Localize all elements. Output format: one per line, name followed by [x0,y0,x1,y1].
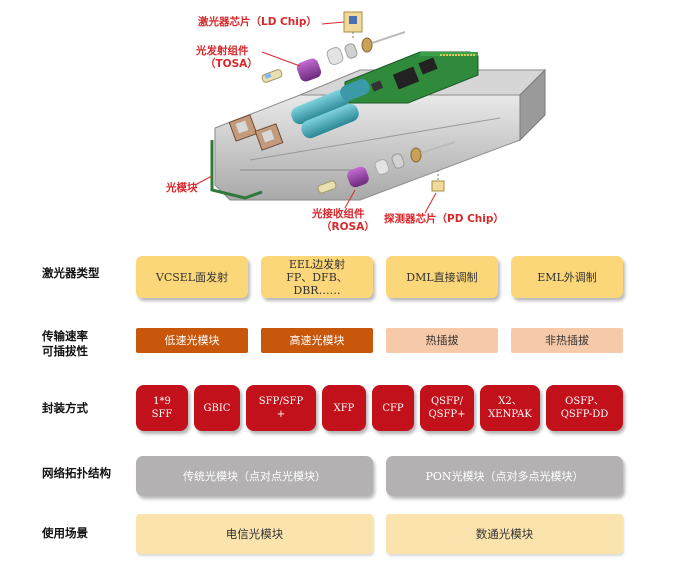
telecom-module: 电信光模块 [136,514,373,554]
package-label: SFP/SFP [258,396,304,407]
laser-type-dml: DML直接调制 [386,256,498,298]
package-gbic: GBIC [194,385,240,431]
package-label: XENPAK [488,409,532,420]
package-1x9-sff: 1*9 SFF [136,385,188,431]
module-callout: 光模块 [166,182,198,194]
laser-type-eml: EML外调制 [511,256,623,298]
high-speed-module: 高速光模块 [261,328,373,353]
row-label-topology: 网络拓扑结构 [42,466,111,480]
pcb-board [344,51,479,104]
row-label-hotplug: 可插拔性 [42,344,88,358]
tosa-callout-line2: （TOSA） [205,58,258,70]
package-x2-xenpak: X2、 XENPAK [480,385,540,431]
package-sfp: SFP/SFP + [246,385,316,431]
rosa-callout-line2: （ROSA） [321,221,375,233]
package-cfp: CFP [372,385,414,431]
package-label: 1*9 [153,396,171,407]
optical-barrels [291,79,370,139]
pon-module: PON光模块（点对多点光模块） [386,456,623,496]
row-label-rate: 传输速率 [42,329,88,343]
package-label: QSFP/ [430,396,464,407]
package-label: CFP [382,402,404,414]
package-label: X2、 [498,396,522,407]
callout-leaders [194,21,437,214]
package-qsfp: QSFP/ QSFP+ [420,385,474,431]
package-label: + [276,409,286,420]
package-label: GBIC [203,402,231,414]
module-exploded-view [194,11,547,214]
package-label: QSFP+ [428,409,466,420]
module-cage [210,68,547,201]
package-xfp: XFP [322,385,366,431]
laser-type-label: EEL边发射 [288,257,346,271]
datacom-module: 数通光模块 [386,514,623,554]
tosa-callout-line1: 光发射组件 [196,45,249,57]
optical-module-illustration: 激光器芯片（LD Chip） 光发射组件 （TOSA） 光模块 光接收组件 （R… [0,0,700,245]
laser-type-label: EML外调制 [537,270,597,284]
package-label: QSFP-DD [560,409,609,420]
row-label-scenario: 使用场景 [42,526,88,540]
p2p-module: 传统光模块（点对点光模块） [136,456,373,496]
rosa-callout-line1: 光接收组件 [312,208,365,220]
laser-type-sublabel: DBR…… [293,283,341,297]
rosa-parts [317,141,456,194]
pd-chip-callout: 探测器芯片（PD Chip） [384,213,504,225]
package-label: XFP [333,402,355,414]
ld-chip-callout: 激光器芯片（LD Chip） [198,16,317,28]
row-label-package: 封装方式 [42,401,88,415]
hot-plug: 热插拔 [386,328,498,353]
low-speed-module: 低速光模块 [136,328,248,353]
row-label-laser-type: 激光器类型 [42,266,100,280]
laser-type-label: VCSEL面发射 [155,270,229,284]
package-osfp-qsfpdd: OSFP、 QSFP-DD [546,385,623,431]
package-label: OSFP、 [565,396,604,407]
laser-type-eel: EEL边发射 FP、DFB、 DBR…… [261,256,373,298]
laser-type-label: DML直接调制 [406,270,478,284]
package-label: SFF [151,409,173,420]
laser-type-vcsel: VCSEL面发射 [136,256,248,298]
laser-type-sublabel: FP、DFB、 [286,270,348,284]
tosa-parts [261,11,406,83]
non-hot-plug: 非热插拔 [511,328,623,353]
